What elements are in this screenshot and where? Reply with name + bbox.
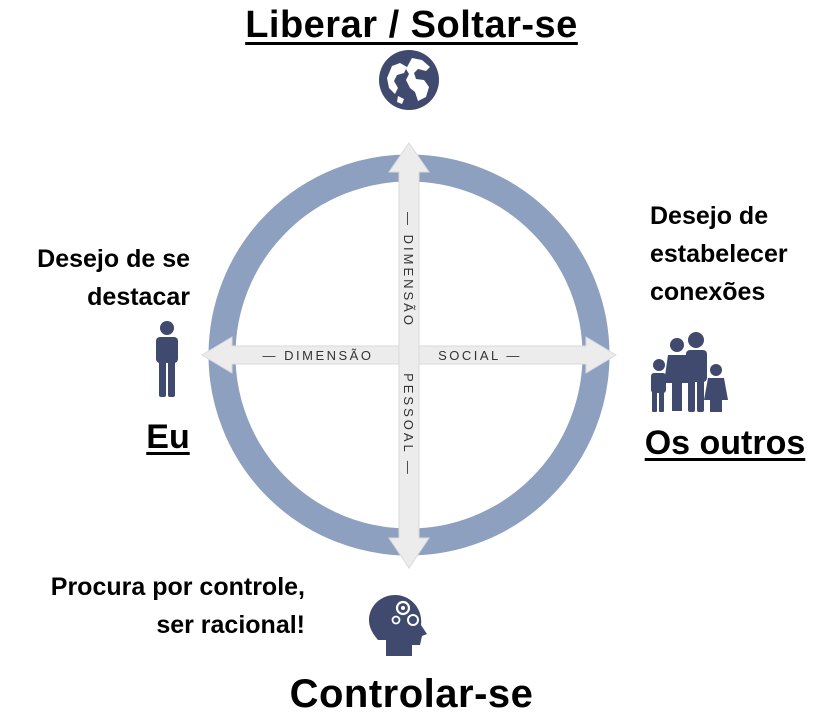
axis-label-pessoal: PESSOAL —	[401, 373, 416, 477]
right-desc-line1: Desejo de	[650, 202, 769, 230]
right-description: Desejo de estabelecer conexões	[650, 197, 788, 311]
left-desc-line2: destacar	[87, 283, 190, 311]
bottom-desc-line1: Procura por controle,	[50, 573, 305, 601]
vertical-arrow	[388, 142, 430, 569]
person-icon	[156, 321, 178, 397]
family-icon	[651, 332, 728, 412]
left-description: Desejo de se destacar	[37, 240, 190, 316]
title-liberar: Liberar / Soltar-se	[245, 4, 578, 46]
right-desc-line3: conexões	[650, 278, 766, 306]
axis-label-dimensao-horizontal: — DIMENSÃO	[263, 348, 374, 363]
bottom-desc-line2: ser racional!	[156, 611, 305, 639]
right-desc-line2: estabelecer	[650, 240, 788, 268]
bottom-description: Procura por controle, ser racional!	[51, 568, 305, 644]
axis-label-social: SOCIAL —	[438, 348, 522, 363]
axis-label-dimensao-vertical: — DIMENSÃO	[401, 212, 416, 328]
label-os-outros: Os outros	[644, 424, 806, 462]
left-desc-line1: Desejo de se	[37, 245, 190, 273]
label-eu: Eu	[146, 418, 190, 456]
globe-icon	[379, 50, 439, 110]
title-controlar: Controlar-se	[289, 672, 534, 716]
head-gears-icon	[369, 595, 427, 656]
